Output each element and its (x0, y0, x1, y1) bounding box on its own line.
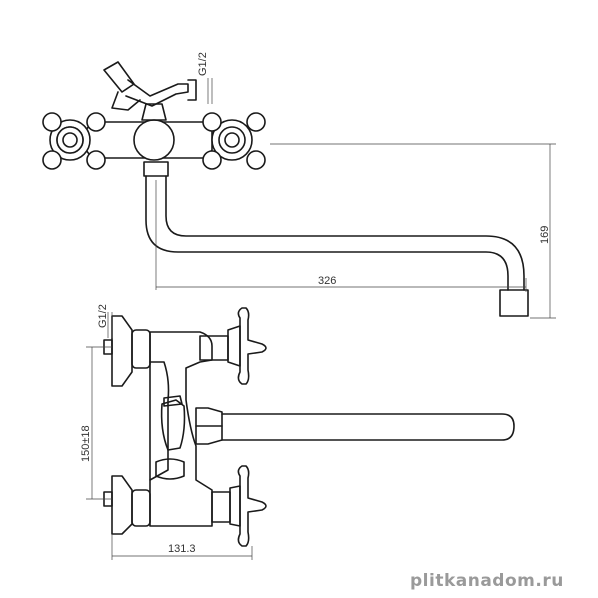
side-view (103, 307, 515, 547)
body-inner-line (149, 361, 170, 481)
spout (145, 175, 525, 291)
dim-centers: 150±18 (80, 425, 92, 462)
lower-flange (111, 475, 133, 535)
lower-side-handle (237, 465, 267, 547)
lower-valve (211, 491, 231, 523)
side-spout (221, 413, 515, 441)
side-diverter (160, 399, 186, 451)
aerator (499, 289, 529, 317)
right-cross-handle (202, 112, 266, 170)
upper-eccentric (131, 329, 151, 369)
lever-stem (111, 91, 141, 111)
dim-thread-side: G1/2 (97, 304, 109, 328)
dim-length-326: 326 (318, 275, 336, 287)
side-body (149, 331, 213, 527)
dim-depth: 131.3 (168, 543, 196, 555)
upper-side-handle (237, 307, 267, 385)
diverter-top (163, 395, 183, 407)
side-view-dimensions (86, 312, 253, 560)
lower-eccentric (131, 489, 151, 527)
holder-ring (155, 458, 185, 480)
spout-nut (143, 161, 169, 177)
watermark: plitkanadom.ru (410, 571, 564, 591)
upper-valve-cap (227, 325, 241, 367)
center-cartridge (133, 119, 175, 161)
upper-valve (199, 335, 229, 361)
front-view-dimensions (155, 78, 556, 319)
front-view (42, 61, 529, 317)
dim-height-169: 169 (539, 226, 551, 244)
lower-valve-cap (229, 485, 241, 527)
inlet-fitting (187, 79, 197, 101)
diverter-neck (141, 103, 167, 121)
left-cross-handle (42, 112, 106, 170)
dim-thread-top: G1/2 (197, 52, 209, 76)
diverter-lever (103, 61, 189, 107)
upper-flange (111, 315, 133, 387)
